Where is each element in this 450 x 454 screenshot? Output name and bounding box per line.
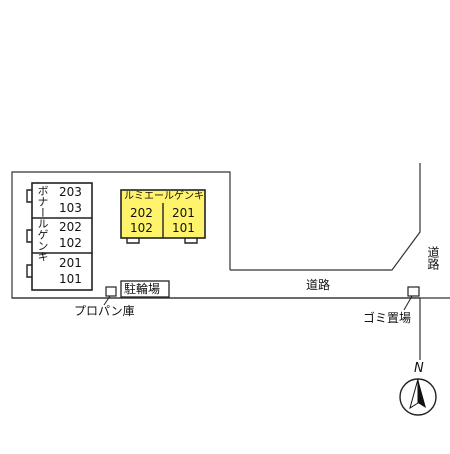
- propane-leader-line: [103, 295, 111, 306]
- garbage-marker: [407, 286, 420, 297]
- building-a-balcony: [26, 264, 32, 278]
- north-label: N: [414, 361, 424, 376]
- building-a-room-upper: 203: [59, 185, 82, 199]
- propane-storage-marker: [105, 286, 117, 297]
- bicycle-parking-box: [120, 280, 170, 298]
- compass-arrow-icon: [418, 379, 426, 408]
- building-b-balcony: [126, 238, 140, 244]
- building-a-room-upper: 201: [59, 256, 82, 270]
- building-b-room-lower: 101: [172, 221, 195, 235]
- building-a-balcony: [26, 189, 32, 203]
- building-a-outline: [31, 182, 93, 291]
- building-a-room-upper: 202: [59, 220, 82, 234]
- building-b-name: ルミエールゲンキ: [124, 191, 204, 202]
- building-b-room-lower: 102: [130, 221, 153, 235]
- road-edge-upper: [230, 163, 421, 271]
- building-b-balcony: [184, 238, 198, 244]
- garbage-leader-line: [403, 295, 413, 311]
- compass-arrow-icon: [409, 378, 419, 410]
- road-label-vertical: 道路: [426, 246, 440, 270]
- bicycle-parking-label: 駐輪場: [124, 282, 161, 296]
- building-a-balcony: [26, 229, 32, 243]
- building-a-room-lower: 101: [59, 272, 82, 286]
- road-label-horizontal: 道路: [306, 278, 331, 292]
- building-a-room-lower: 103: [59, 201, 82, 215]
- garbage-label: ゴミ置場: [363, 311, 412, 325]
- building-b-room-upper: 201: [172, 206, 195, 220]
- propane-storage-label: プロパン庫: [74, 304, 135, 318]
- building-a-name: ボナールゲンキ: [36, 185, 49, 262]
- building-a-room-lower: 102: [59, 236, 82, 250]
- building-b-room-upper: 202: [130, 206, 153, 220]
